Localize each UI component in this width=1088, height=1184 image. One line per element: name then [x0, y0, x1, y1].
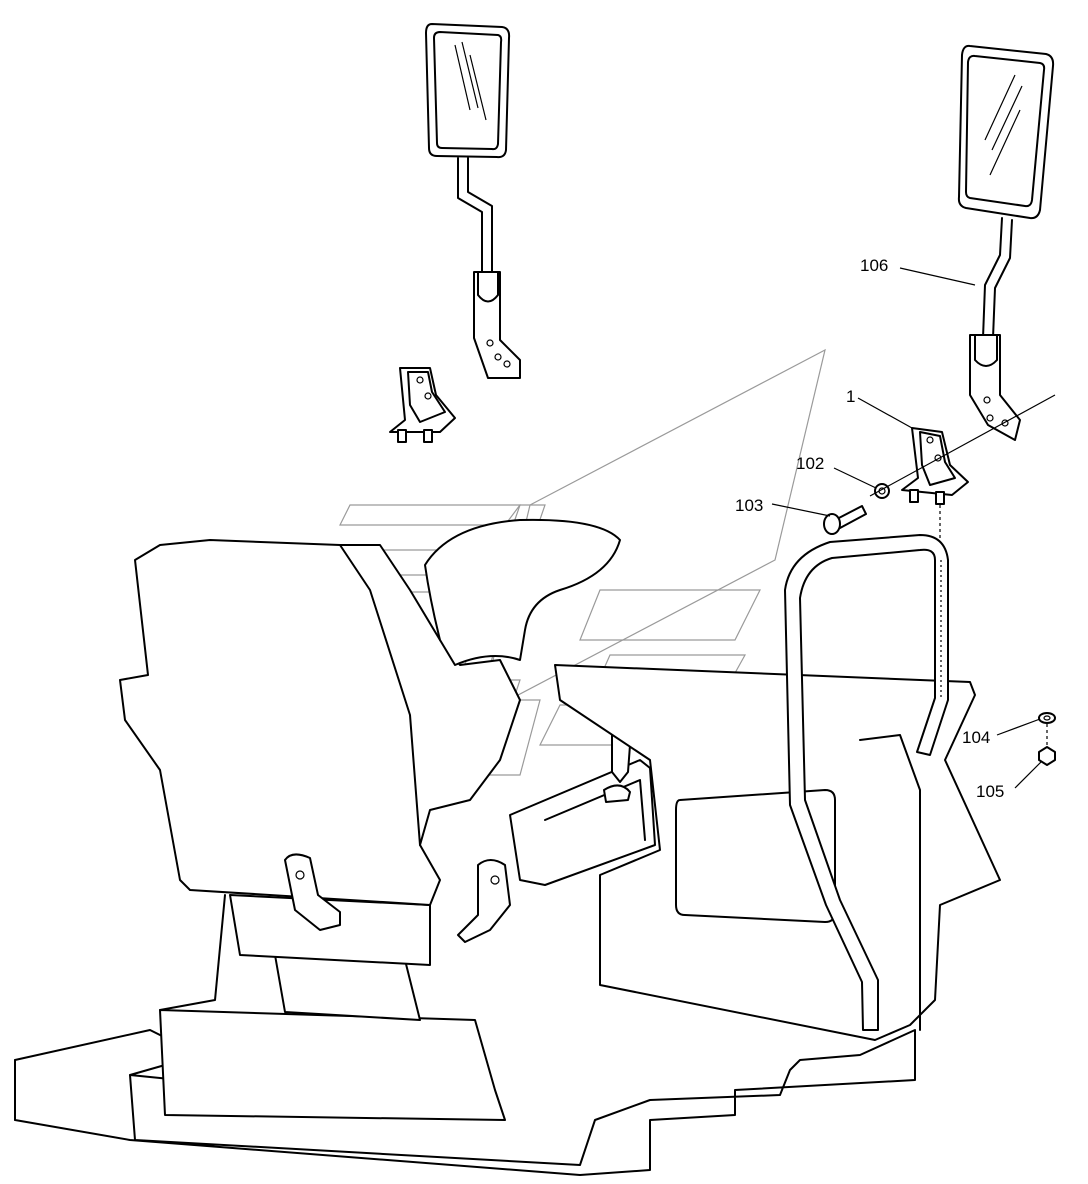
- seat: [119, 518, 621, 943]
- callout-105: 105: [976, 782, 1004, 801]
- right-bracket: [901, 427, 969, 545]
- leader-lines: [771, 267, 1042, 789]
- nut-105: [1038, 746, 1056, 766]
- left-bracket: [389, 367, 456, 443]
- washer-104: [1038, 712, 1056, 724]
- callout-1: 1: [846, 387, 855, 406]
- cab-base: [14, 894, 916, 1176]
- callout-102: 102: [796, 454, 824, 473]
- right-mirror: [957, 44, 1055, 441]
- bolt-103: [823, 505, 867, 535]
- rear-panel: [554, 664, 1001, 1041]
- grab-handle: [784, 534, 949, 1031]
- callout-106: 106: [860, 256, 888, 275]
- callout-103: 103: [735, 496, 763, 515]
- callout-104: 104: [962, 728, 990, 747]
- left-mirror: [425, 23, 521, 379]
